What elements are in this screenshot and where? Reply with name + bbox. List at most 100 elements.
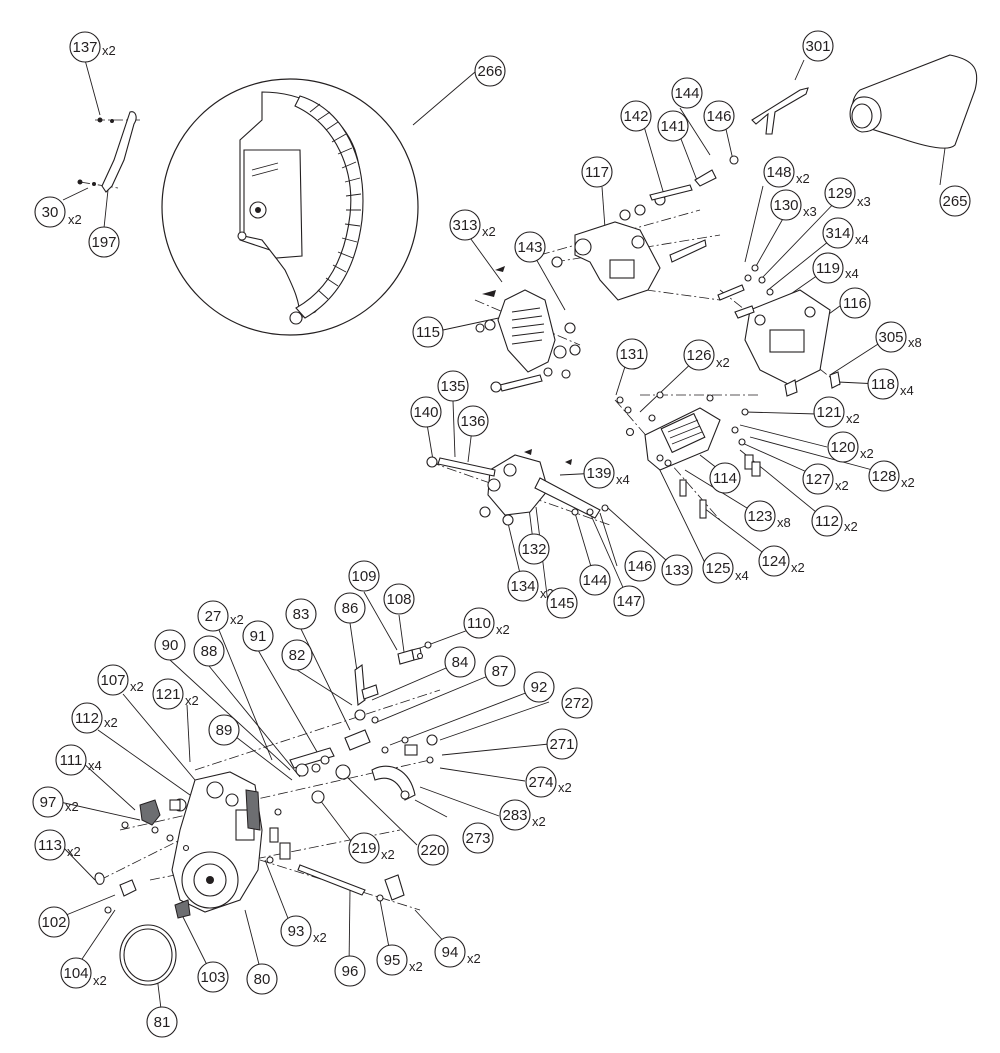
callout-220: 220 (417, 834, 449, 866)
callout-84: 84 (444, 646, 476, 678)
handle-assembly-upper (289, 641, 438, 804)
callout-133: 133 (661, 554, 693, 586)
dust-bag-265 (849, 54, 978, 149)
svg-text:89: 89 (216, 722, 233, 739)
svg-text:x4: x4 (616, 472, 630, 487)
svg-text:142: 142 (623, 108, 648, 125)
callout-272: 272 (561, 687, 593, 719)
svg-text:x3: x3 (803, 204, 817, 219)
svg-text:127: 127 (805, 471, 830, 488)
callout-92: 92 (523, 671, 555, 703)
svg-text:128: 128 (871, 468, 896, 485)
callout-83: 83 (285, 598, 317, 630)
svg-text:113: 113 (38, 837, 62, 854)
svg-text:121: 121 (155, 686, 180, 703)
svg-text:x8: x8 (777, 515, 791, 530)
svg-text:x4: x4 (88, 758, 102, 773)
svg-text:124: 124 (761, 553, 786, 570)
assembly-axes (79, 119, 841, 911)
callout-112-lower: 112 x2 (71, 702, 118, 734)
callout-102: 102 (38, 906, 70, 938)
svg-text:x2: x2 (104, 715, 118, 730)
svg-text:x2: x2 (796, 171, 810, 186)
svg-text:91: 91 (250, 628, 267, 645)
svg-text:84: 84 (452, 654, 469, 671)
blade-guard-detail-view (161, 78, 419, 336)
svg-text:x2: x2 (67, 844, 81, 859)
svg-text:273: 273 (465, 830, 490, 847)
callout-87: 87 (484, 655, 516, 687)
svg-text:111: 111 (60, 752, 83, 769)
svg-text:x2: x2 (860, 446, 874, 461)
callout-137: 137 x2 (69, 31, 116, 63)
svg-text:27: 27 (205, 608, 222, 625)
svg-text:x2: x2 (532, 814, 546, 829)
svg-text:x2: x2 (102, 43, 116, 58)
callout-147: 147 (613, 585, 645, 617)
callout-89: 89 (208, 714, 240, 746)
svg-text:130: 130 (773, 197, 798, 214)
callout-144-lower: 144 (579, 564, 611, 596)
svg-text:x2: x2 (791, 560, 805, 575)
svg-text:283: 283 (502, 807, 527, 824)
callout-120: 120 x2 (827, 431, 874, 463)
callout-110: 110 x2 (463, 607, 510, 639)
callout-314: 314 x4 (822, 217, 869, 249)
svg-text:x2: x2 (835, 478, 849, 493)
callout-126: 126 x2 (683, 339, 730, 371)
svg-text:102: 102 (41, 914, 66, 931)
callout-265: 265 (939, 185, 971, 217)
callout-141: 141 (657, 110, 689, 142)
callout-90: 90 (154, 629, 186, 661)
svg-text:148: 148 (766, 164, 791, 181)
svg-text:93: 93 (288, 923, 305, 940)
lever-301 (751, 87, 809, 135)
callouts: 137 x2 30 x2 197 266 301 265 144 (32, 30, 971, 1038)
svg-text:x2: x2 (409, 959, 423, 974)
svg-text:x2: x2 (381, 847, 395, 862)
svg-text:120: 120 (830, 439, 855, 456)
svg-text:147: 147 (616, 593, 641, 610)
callout-104: 104 x2 (60, 957, 107, 989)
svg-text:197: 197 (91, 234, 116, 251)
svg-text:118: 118 (871, 376, 895, 393)
svg-text:131: 131 (619, 346, 644, 363)
svg-text:x2: x2 (844, 519, 858, 534)
svg-text:119: 119 (816, 260, 840, 277)
callout-111: 111 x4 (55, 744, 102, 776)
svg-text:117: 117 (585, 164, 609, 181)
svg-text:x8: x8 (908, 335, 922, 350)
svg-text:x2: x2 (230, 612, 244, 627)
svg-text:97: 97 (40, 794, 57, 811)
svg-text:x4: x4 (845, 266, 859, 281)
small-components-lower (94, 798, 405, 919)
svg-text:139: 139 (586, 465, 611, 482)
svg-text:x2: x2 (467, 951, 481, 966)
svg-text:121: 121 (816, 404, 841, 421)
svg-text:112: 112 (815, 513, 839, 530)
svg-text:104: 104 (63, 965, 88, 982)
callout-82: 82 (281, 639, 313, 671)
callout-93: 93 x2 (280, 915, 327, 947)
svg-text:271: 271 (549, 736, 574, 753)
callout-140: 140 (410, 396, 442, 428)
callout-117: 117 (581, 156, 613, 188)
svg-text:125: 125 (705, 560, 730, 577)
callout-130: 130 x3 (770, 189, 817, 221)
svg-text:83: 83 (293, 606, 310, 623)
callout-95: 95 x2 (376, 944, 423, 976)
callout-103: 103 (197, 961, 229, 993)
svg-text:x2: x2 (482, 224, 496, 239)
svg-text:x2: x2 (846, 411, 860, 426)
svg-text:135: 135 (440, 378, 465, 395)
svg-text:220: 220 (420, 842, 445, 859)
callout-107: 107 x2 (97, 664, 144, 696)
callout-96: 96 (334, 955, 366, 987)
callout-283: 283 x2 (499, 799, 546, 831)
svg-text:108: 108 (386, 591, 411, 608)
callout-91: 91 (242, 620, 274, 652)
svg-text:313: 313 (452, 217, 477, 234)
callout-127: 127 x2 (802, 463, 849, 495)
callout-108: 108 (383, 583, 415, 615)
